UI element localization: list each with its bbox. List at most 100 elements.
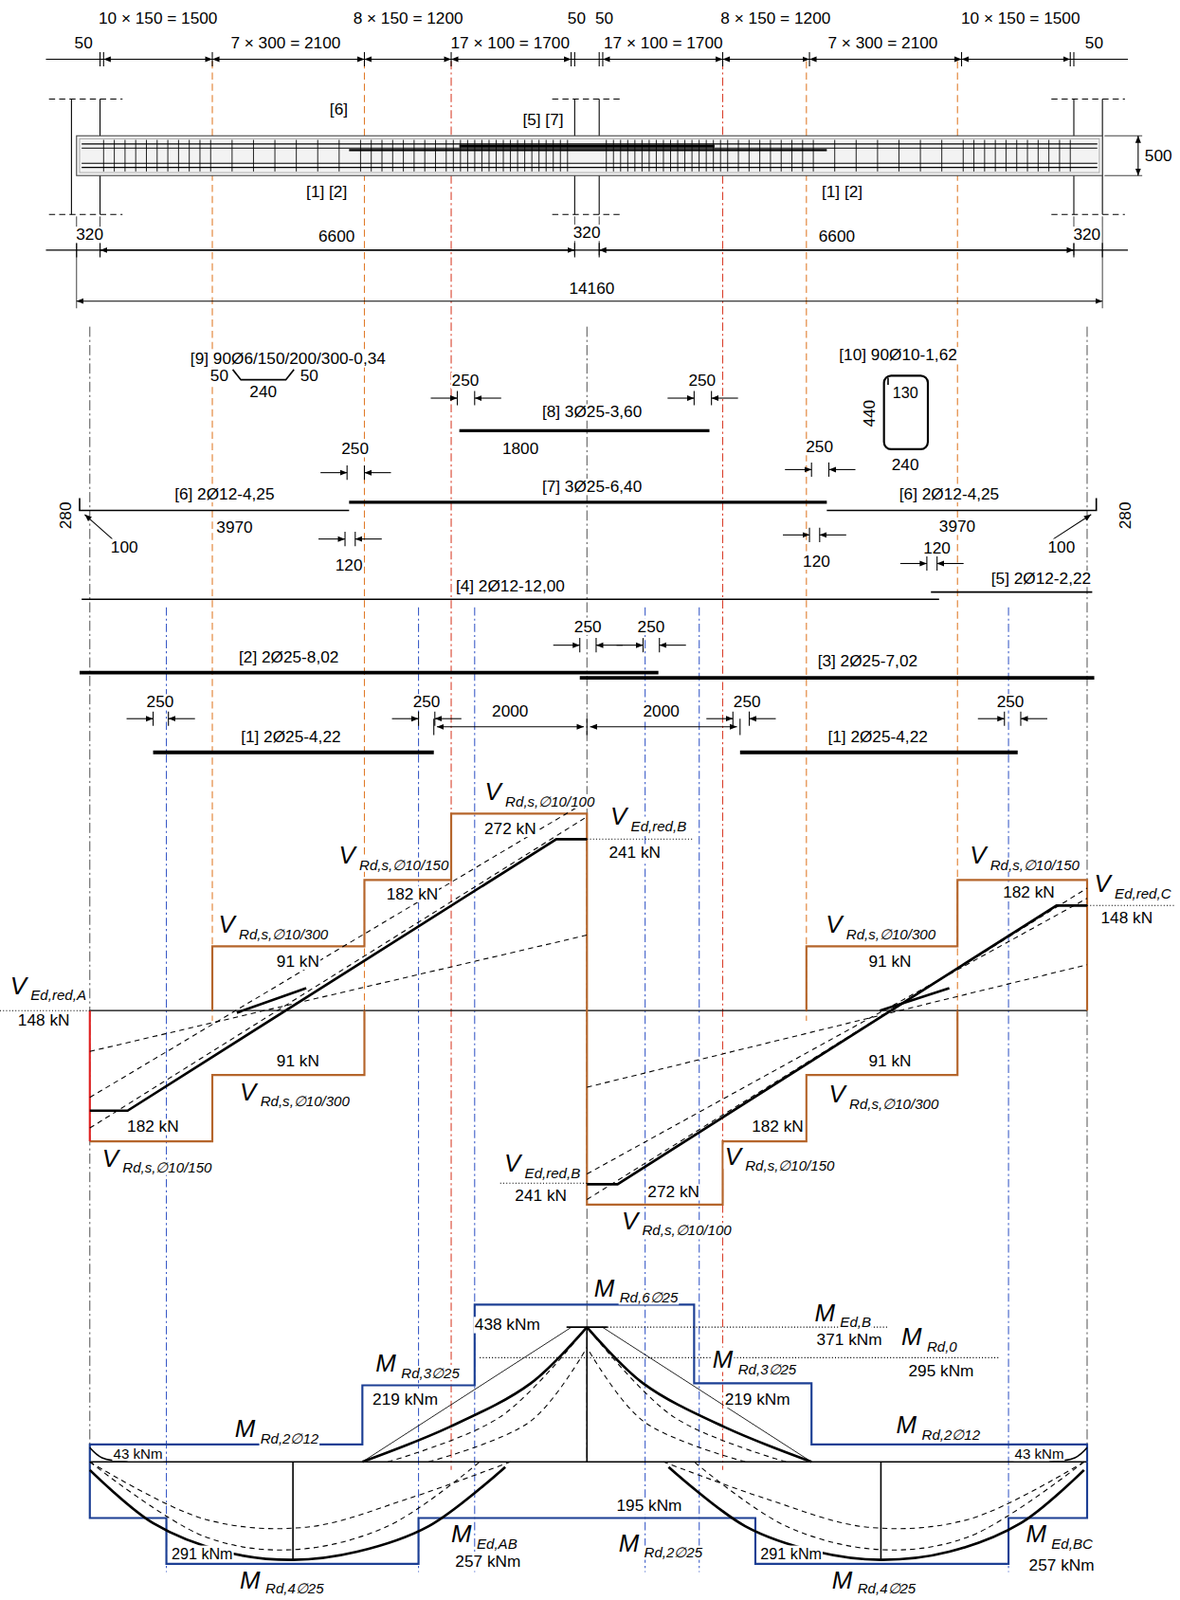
- stirrup: [566, 140, 568, 172]
- stirrup: [145, 140, 147, 172]
- moment-curve: [663, 1461, 1085, 1528]
- force-value: 43 kNm: [111, 1446, 164, 1461]
- rebar: [348, 148, 827, 151]
- force-value: 43 kNm: [1013, 1446, 1065, 1461]
- rebar: [81, 147, 1098, 149]
- column-break: [552, 98, 622, 100]
- dimension-label: 250: [687, 372, 717, 389]
- stirrup: [178, 140, 180, 172]
- stirrup: [655, 140, 657, 172]
- dimension-arrow: [706, 718, 733, 720]
- moment-curve: [90, 1461, 480, 1550]
- dimension-label: 250: [340, 440, 370, 457]
- shear-curve: [586, 888, 1088, 1199]
- bar-mark: [9] 90Ø6/150/200/300-0,34: [189, 350, 387, 367]
- leader-line: [0, 1010, 91, 1012]
- stirrup: [473, 140, 475, 172]
- symbol-letter: V: [9, 973, 28, 999]
- bar-mark: [5] [7]: [521, 111, 564, 128]
- symbol-subscript: Ed,red,B: [523, 1165, 581, 1180]
- symbol-subscript: Rd,0: [925, 1339, 959, 1354]
- stirrup: [995, 140, 997, 172]
- leader-line: [1052, 514, 1091, 540]
- stirrup: [560, 140, 562, 172]
- stirrup: [509, 140, 511, 172]
- stirrup: [662, 140, 664, 172]
- beam-outline: [76, 135, 1103, 176]
- symbol-letter: M: [234, 1416, 257, 1442]
- moment-ordinate: [880, 1461, 883, 1560]
- stirrup: [834, 140, 836, 172]
- base-line: [90, 1461, 1088, 1463]
- shear-force: [90, 838, 587, 1110]
- force-value: 241 kN: [607, 844, 662, 861]
- moment-resistance: [90, 1461, 1088, 1564]
- stirrup: [613, 140, 615, 172]
- guide-line: [805, 61, 807, 1021]
- stirrup: [1027, 140, 1029, 172]
- symbol-subscript: Rd,2∅12: [920, 1427, 981, 1442]
- symbol-subscript: Ed,red,C: [1113, 886, 1173, 901]
- dimension-arrow: [363, 58, 452, 60]
- dimension-label: 250: [145, 693, 175, 710]
- bar-mark: [1] 2Ø25-4,22: [239, 728, 343, 745]
- stirrup: [791, 140, 793, 172]
- dimension-label: 50: [594, 10, 615, 27]
- stirrup: [435, 140, 436, 172]
- stirrup: [103, 140, 105, 172]
- dimension-label: 50: [299, 367, 320, 384]
- dimension-label: 3970: [938, 518, 977, 535]
- dimension-label: 50: [209, 367, 230, 384]
- symbol-letter: V: [483, 780, 502, 805]
- stirrup: [759, 140, 761, 172]
- leader-line: [1087, 905, 1175, 907]
- dimension-label: 250: [732, 693, 763, 710]
- force-value: 291 kNm: [759, 1544, 823, 1561]
- dimension-tick: [574, 52, 576, 67]
- bar-mark: [1] [2]: [305, 183, 348, 200]
- dimension-label: 500: [1143, 147, 1174, 164]
- dimension-label: 50: [1084, 35, 1105, 52]
- leader-line: [479, 1357, 1000, 1359]
- dimension-arrow: [809, 58, 962, 60]
- dimension-tick: [586, 718, 588, 735]
- symbol-letter: M: [900, 1325, 924, 1350]
- symbol-letter: V: [824, 912, 843, 938]
- shear-force: [879, 988, 949, 1012]
- stirrup: [413, 140, 415, 172]
- stirrup-hook: [887, 377, 890, 385]
- dimension-arrow: [617, 644, 644, 646]
- bar-mark: [3] 2Ø25-7,02: [816, 653, 920, 670]
- dimension-arrow: [599, 249, 1074, 251]
- guide-line: [211, 61, 213, 1021]
- dimension-label: 10 × 150 = 1500: [97, 10, 219, 27]
- bar-mark: [8] 3Ø25-3,60: [541, 403, 644, 420]
- symbol-letter: V: [503, 1151, 522, 1177]
- bar-mark: [6] 2Ø12-4,25: [898, 486, 1001, 503]
- stirrup: [898, 140, 900, 172]
- shear-curve: [90, 935, 587, 1053]
- stirrup: [1005, 140, 1007, 172]
- stirrup: [402, 140, 404, 172]
- stirrup: [135, 140, 137, 172]
- dimension-label: 280: [56, 500, 73, 530]
- stirrup: [453, 140, 454, 172]
- dimension-arrow: [667, 397, 694, 399]
- moment-line: [586, 1326, 812, 1462]
- symbol-subscript: Rd,s,∅10/100: [640, 1222, 732, 1237]
- stirrup: [1037, 140, 1039, 172]
- bar-mark: [10] 90Ø10-1,62: [837, 346, 959, 364]
- force-value: 371 kNm: [816, 1331, 884, 1348]
- symbol-subscript: Ed,red,A: [29, 988, 88, 1003]
- stirrup: [445, 140, 447, 172]
- stirrup: [488, 140, 490, 172]
- stirrup: [1016, 140, 1017, 172]
- dimension-arrow: [320, 472, 347, 473]
- stirrup: [392, 140, 394, 172]
- force-value: 148 kN: [17, 1012, 72, 1029]
- dimension-arrow: [168, 718, 196, 720]
- stirrup: [545, 140, 547, 172]
- symbol-subscript: Rd,s,∅10/300: [848, 1096, 940, 1111]
- stirrup: [253, 140, 255, 172]
